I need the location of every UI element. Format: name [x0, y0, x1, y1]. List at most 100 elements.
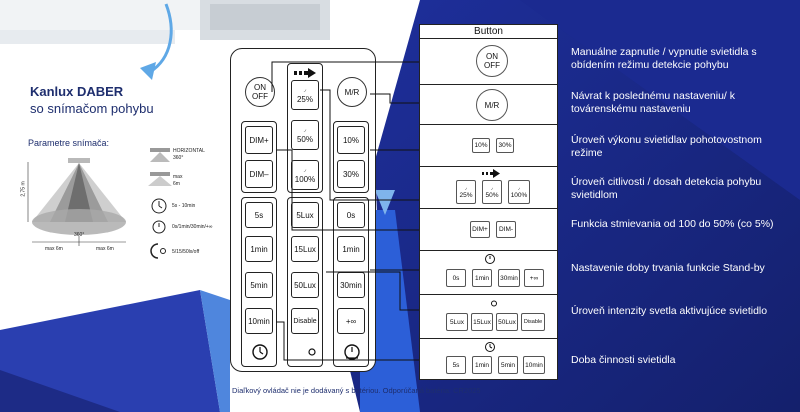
dim-minus-label: DIM-	[498, 226, 514, 233]
lux-50-label: 50Lux	[498, 318, 516, 326]
table-row-hold: 0s 1min 30min +∞	[420, 251, 557, 295]
remote-p30-button[interactable]: 30%	[337, 160, 365, 188]
high-signal-icon: ◞	[518, 185, 520, 191]
remote-p10-button[interactable]: 10%	[337, 126, 365, 154]
time-10min-label: 10min	[525, 361, 543, 369]
sensor-coverage-diagram	[27, 158, 126, 246]
table-dim-plus-button[interactable]: DIM+	[470, 221, 490, 238]
table-hold-30min-button[interactable]: 30min	[498, 269, 520, 287]
remote-dim-plus-button[interactable]: DIM+	[245, 126, 273, 154]
remote-on-off-button[interactable]: ON OFF	[245, 77, 275, 107]
remote-lux-disable-button[interactable]: Disable	[291, 308, 319, 334]
time-group: 5s 1min 5min 10min	[241, 197, 277, 367]
desc-hold: Nastavenie doby trvania funkcie Stand-by	[571, 262, 765, 274]
table-time-5s-button[interactable]: 5s	[446, 356, 466, 374]
hold-group: 0s 1min 30min +∞	[333, 197, 369, 367]
standby-timer-icon	[485, 254, 495, 264]
sensor-params-label: Parametre snímača:	[28, 138, 110, 148]
table-p10-button[interactable]: 10%	[472, 138, 490, 153]
day-night-icon	[480, 298, 497, 309]
clock-icon	[151, 198, 167, 214]
sensitivity-arrow-icon	[294, 68, 316, 78]
off-label: OFF	[252, 92, 268, 101]
table-row-standby-power: 10% 30%	[420, 125, 557, 167]
remote-dim-minus-button[interactable]: DIM–	[245, 160, 273, 188]
desc-on-off: Manuálne zapnutie / vypnutie svietidla s…	[571, 46, 757, 71]
table-p30-button[interactable]: 30%	[496, 138, 514, 153]
remote-time-5s-button[interactable]: 5s	[245, 202, 273, 228]
table-mr-button[interactable]: M/R	[476, 89, 508, 121]
desc-lux: Úroveň intenzity svetla aktivujúce sviet…	[571, 305, 768, 317]
time-5s-label: 5s	[254, 210, 264, 220]
table-time-5min-button[interactable]: 5min	[498, 356, 518, 374]
table-lux-50-button[interactable]: 50Lux	[496, 313, 518, 331]
table-sens-100-button[interactable]: ◞100%	[508, 180, 530, 204]
sensitivity-group: ◞ 25% ◞ 50% ◞ 100%	[287, 63, 323, 193]
max-right-label: max 6m	[96, 246, 114, 252]
remote-lux-15-button[interactable]: 15Lux	[291, 236, 319, 262]
product-subtitle: so snímačom pohybu	[30, 101, 154, 116]
table-dim-minus-button[interactable]: DIM-	[496, 221, 516, 238]
lux-5-label: 5Lux	[296, 210, 314, 220]
table-hold-infinite-button[interactable]: +∞	[524, 269, 544, 287]
product-title-block: Kanlux DABER so snímačom pohybu	[30, 84, 154, 116]
hold-30min-label: 30min	[500, 274, 518, 282]
low-signal-icon: ◞	[303, 87, 307, 93]
lux-15-label: 15Lux	[473, 318, 491, 326]
time-5min-label: 5min	[500, 361, 516, 369]
dim-plus-label: DIM+	[249, 135, 269, 145]
standby-timer-icon	[344, 344, 360, 360]
horizontal-angle: 360°	[173, 155, 184, 161]
table-lux-15-button[interactable]: 15Lux	[471, 313, 493, 331]
table-row-on-off: ON OFF	[420, 39, 557, 85]
table-time-10min-button[interactable]: 10min	[523, 356, 545, 374]
low-signal-icon: ◞	[465, 185, 467, 191]
table-row-mr: M/R	[420, 85, 557, 125]
mr-label: M/R	[484, 100, 500, 110]
angle-label: 360°	[74, 232, 85, 238]
high-signal-icon: ◞	[303, 167, 307, 173]
table-on-off-button[interactable]: ON OFF	[476, 45, 508, 77]
table-hold-0s-button[interactable]: 0s	[446, 269, 466, 287]
table-hold-1min-button[interactable]: 1min	[472, 269, 492, 287]
remote-sens-50-button[interactable]: ◞ 50%	[291, 120, 319, 150]
remote-hold-infinite-button[interactable]: +∞	[337, 308, 365, 334]
table-lux-5-button[interactable]: 5Lux	[446, 313, 468, 331]
off-label: OFF	[484, 61, 500, 70]
remote-hold-1min-button[interactable]: 1min	[337, 236, 365, 262]
sens-100-label: 100%	[294, 175, 316, 184]
time-5min-label: 5min	[250, 280, 268, 290]
hold-1min-label: 1min	[474, 274, 490, 282]
lux-50-label: 50Lux	[294, 280, 316, 290]
sens-100-label: 100%	[510, 192, 528, 199]
sensitivity-arrow-icon	[482, 169, 500, 178]
remote-lux-50-button[interactable]: 50Lux	[291, 272, 319, 298]
hold-30min-label: 30min	[340, 280, 362, 290]
table-sens-50-button[interactable]: ◞50%	[482, 180, 502, 204]
remote-time-5min-button[interactable]: 5min	[245, 272, 273, 298]
hold-1min-label: 1min	[342, 244, 360, 254]
desc-dim: Funkcia stmievania od 100 do 50% (co 5%)	[571, 218, 774, 230]
table-header: Button	[420, 25, 557, 39]
mid-signal-icon: ◞	[491, 185, 493, 191]
table-sens-25-button[interactable]: ◞25%	[456, 180, 476, 204]
time-10min-label: 10min	[248, 316, 270, 326]
dim-group: DIM+ DIM–	[241, 121, 277, 193]
hold-0s-label: 0s	[346, 210, 356, 220]
table-time-1min-button[interactable]: 1min	[472, 356, 492, 374]
dim-minus-label: DIM–	[249, 169, 269, 179]
product-title: Kanlux DABER	[30, 84, 124, 99]
remote-time-10min-button[interactable]: 10min	[245, 308, 273, 334]
remote-sens-25-button[interactable]: ◞ 25%	[291, 80, 319, 110]
sens-50-label: 50%	[296, 135, 313, 144]
lux-15-label: 15Lux	[294, 244, 316, 254]
sens-25-label: 25%	[459, 192, 473, 199]
remote-mr-button[interactable]: M/R	[337, 77, 367, 107]
mid-signal-icon: ◞	[303, 127, 307, 133]
horizontal-label: HORIZONTAL	[173, 148, 205, 154]
table-lux-disable-button[interactable]: Disable	[521, 313, 545, 331]
remote-hold-0s-button[interactable]: 0s	[337, 202, 365, 228]
remote-time-1min-button[interactable]: 1min	[245, 236, 273, 262]
time-1min-label: 1min	[474, 361, 490, 369]
battery-note: Diaľkový ovládač nie je dodávaný s batér…	[232, 386, 481, 395]
